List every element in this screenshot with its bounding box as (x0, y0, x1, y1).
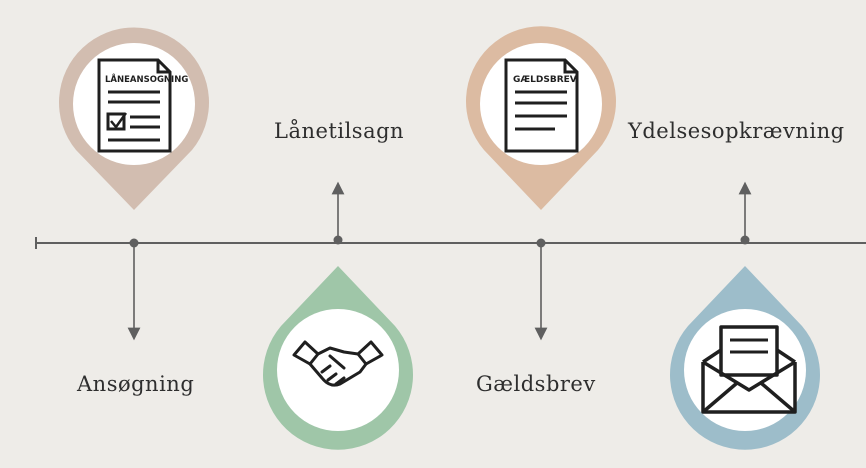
step-label-2: Lånetilsagn (274, 119, 405, 143)
loan-application-document-icon (97, 58, 172, 153)
timeline-node-1 (129, 238, 139, 248)
pin-2 (263, 266, 413, 450)
step-label-3: Gældsbrev (476, 372, 596, 396)
step-label-4: Ydelsesopkrævning (628, 119, 845, 143)
timeline-node-2 (333, 235, 343, 245)
pin-3: GÆLDSBREV (466, 26, 616, 210)
doc-title-3: GÆLDSBREV (513, 75, 577, 85)
timeline-node-3 (536, 238, 546, 248)
pin-1: LÅNEANSOGNING (58, 27, 209, 210)
debt-letter-document-icon (504, 58, 579, 153)
timeline-node-4 (740, 235, 750, 245)
envelope-letter-icon (701, 325, 797, 414)
handshake-icon (292, 340, 384, 387)
doc-title-1: LÅNEANSOGNING (105, 74, 188, 85)
pin-4 (670, 266, 820, 450)
step-label-1: Ansøgning (77, 372, 195, 396)
